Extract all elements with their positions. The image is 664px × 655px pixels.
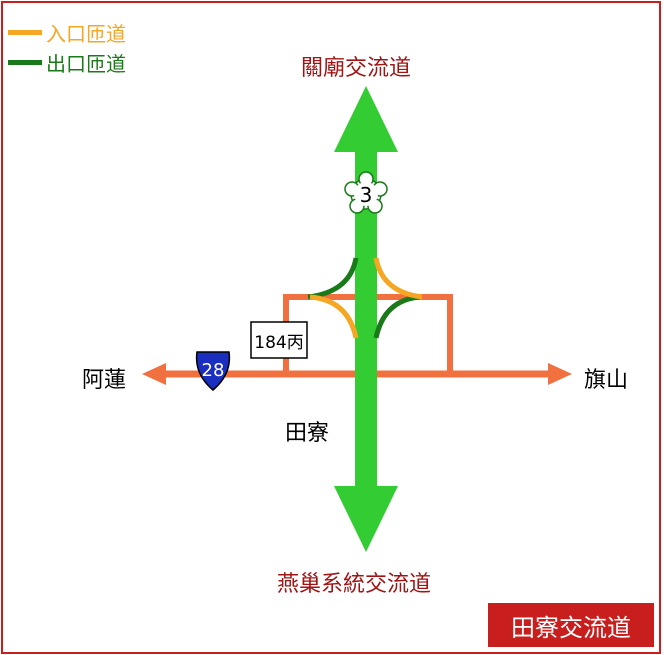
entrance-ramp-swatch [8, 29, 42, 35]
entrance-ramp-southwest [309, 294, 359, 339]
interchange-title-text: 田寮交流道 [511, 613, 631, 642]
interchange-title: 田寮交流道 [488, 603, 654, 647]
destination-south: 燕巢系統交流道 [277, 572, 432, 597]
legend-entrance-ramp: 入口匝道 [8, 18, 126, 46]
legend-exit-label: 出口匝道 [46, 51, 126, 76]
provincial-shield-number: 28 [202, 360, 225, 381]
exit-ramp-northwest [307, 257, 359, 300]
county-shield-number: 184丙 [254, 333, 303, 353]
freeway-arrow-south [334, 486, 398, 552]
exit-ramp-swatch [8, 59, 42, 65]
entrance-ramp-northeast [373, 257, 423, 300]
road-arrow-east [548, 363, 572, 385]
destination-east: 旗山 [584, 368, 629, 393]
provincial-shield: 28 [195, 351, 231, 391]
road-arrow-west [142, 363, 166, 385]
local-place-label: 田寮 [285, 421, 330, 446]
exit-ramp-southeast [373, 294, 421, 339]
county-shield: 184丙 [250, 321, 308, 359]
legend-entrance-label: 入口匝道 [46, 21, 126, 46]
destination-north: 關廟交流道 [301, 56, 412, 81]
freeway-shield: 3 [344, 171, 388, 214]
freeway-arrow-north [334, 86, 398, 152]
legend-exit-ramp: 出口匝道 [8, 48, 126, 76]
freeway-shield-number: 3 [360, 183, 373, 207]
destination-west: 阿蓮 [82, 368, 127, 393]
